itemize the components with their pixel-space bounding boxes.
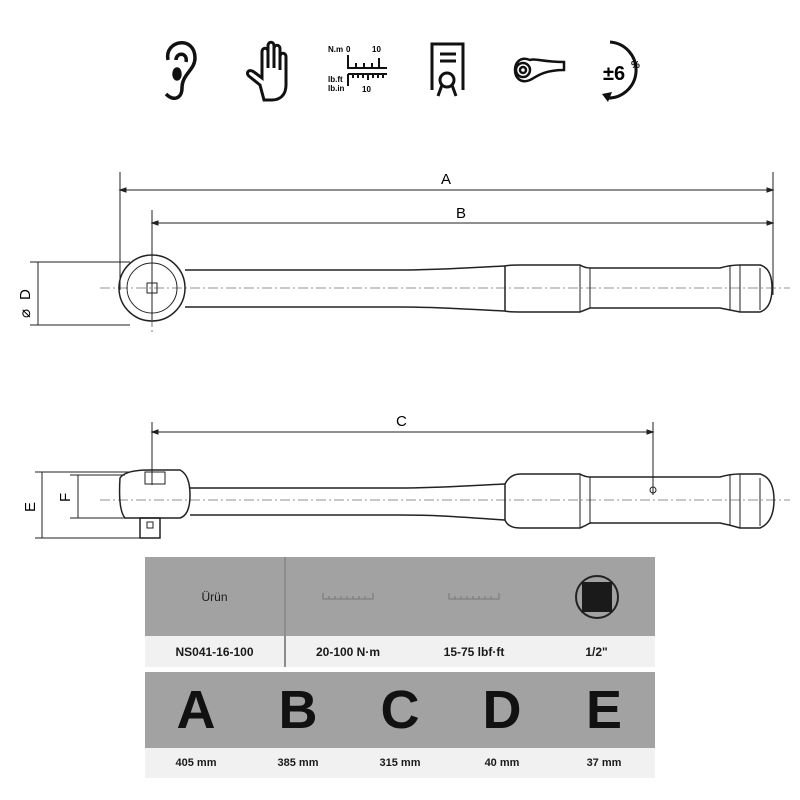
- svg-text:C: C: [396, 413, 407, 430]
- dim-letter: B: [278, 680, 318, 740]
- ratchet-icon: [513, 57, 566, 83]
- accuracy-icon: ±6 %: [602, 40, 640, 102]
- dim-value: 405 mm: [175, 757, 217, 769]
- feature-icons: N.m 0 10 lb.ft lb.in 10 ±6 %: [164, 40, 640, 102]
- svg-text:±6: ±6: [603, 63, 625, 85]
- svg-text:lb.in: lb.in: [328, 84, 345, 93]
- dim-letter: C: [380, 680, 420, 740]
- ear-icon: [164, 41, 197, 100]
- svg-text:N.m: N.m: [328, 45, 343, 54]
- dim-value: 315 mm: [379, 757, 421, 769]
- svg-text:A: A: [441, 171, 451, 188]
- wrench-drawing: A B C D ⌀ E F: [17, 171, 790, 539]
- spec-table-header: Ürün: [145, 557, 655, 636]
- spec-table-row: NS041-16-100 20-100 N·m 15-75 lbf·ft 1/2…: [145, 636, 655, 667]
- svg-text:F: F: [57, 493, 74, 502]
- dim-letter: E: [585, 680, 623, 740]
- scale-icon: N.m 0 10 lb.ft lb.in 10: [328, 45, 387, 94]
- hand-icon: [246, 40, 288, 102]
- dimensions-table: A B C D E 405 mm 385 mm 315 mm 40 mm 37 …: [145, 672, 655, 778]
- svg-text:0: 0: [346, 45, 351, 54]
- dim-value: 40 mm: [484, 757, 520, 769]
- lbf-scale-icon: [410, 557, 538, 636]
- spec-table: Ürün NS041-16-100 20-100 N·m 15-75 lbf·f…: [145, 557, 655, 667]
- dim-value: 385 mm: [277, 757, 319, 769]
- product-code: NS041-16-100: [145, 636, 286, 667]
- svg-text:%: %: [631, 60, 640, 71]
- svg-text:lb.ft: lb.ft: [328, 75, 343, 84]
- nm-scale-icon: [286, 557, 410, 636]
- square-drive-icon: [538, 557, 655, 636]
- svg-text:10: 10: [372, 45, 381, 54]
- product-header: Ürün: [145, 557, 286, 636]
- torque-nm: 20-100 N·m: [315, 644, 381, 659]
- torque-lbf: 15-75 lbf·ft: [443, 644, 505, 659]
- dimensions-row: 405 mm 385 mm 315 mm 40 mm 37 mm: [145, 748, 655, 778]
- svg-text:⌀: ⌀: [17, 309, 34, 318]
- dim-letter: D: [482, 680, 522, 740]
- svg-text:E: E: [22, 502, 39, 512]
- svg-text:10: 10: [362, 85, 371, 94]
- dim-value: 37 mm: [586, 757, 622, 769]
- svg-text:D: D: [17, 289, 34, 300]
- drive-size: 1/2": [585, 644, 608, 659]
- svg-text:B: B: [456, 205, 466, 222]
- dimensions-header: A B C D E: [145, 672, 655, 748]
- dim-letter: A: [176, 680, 216, 740]
- certificate-icon: [430, 42, 465, 97]
